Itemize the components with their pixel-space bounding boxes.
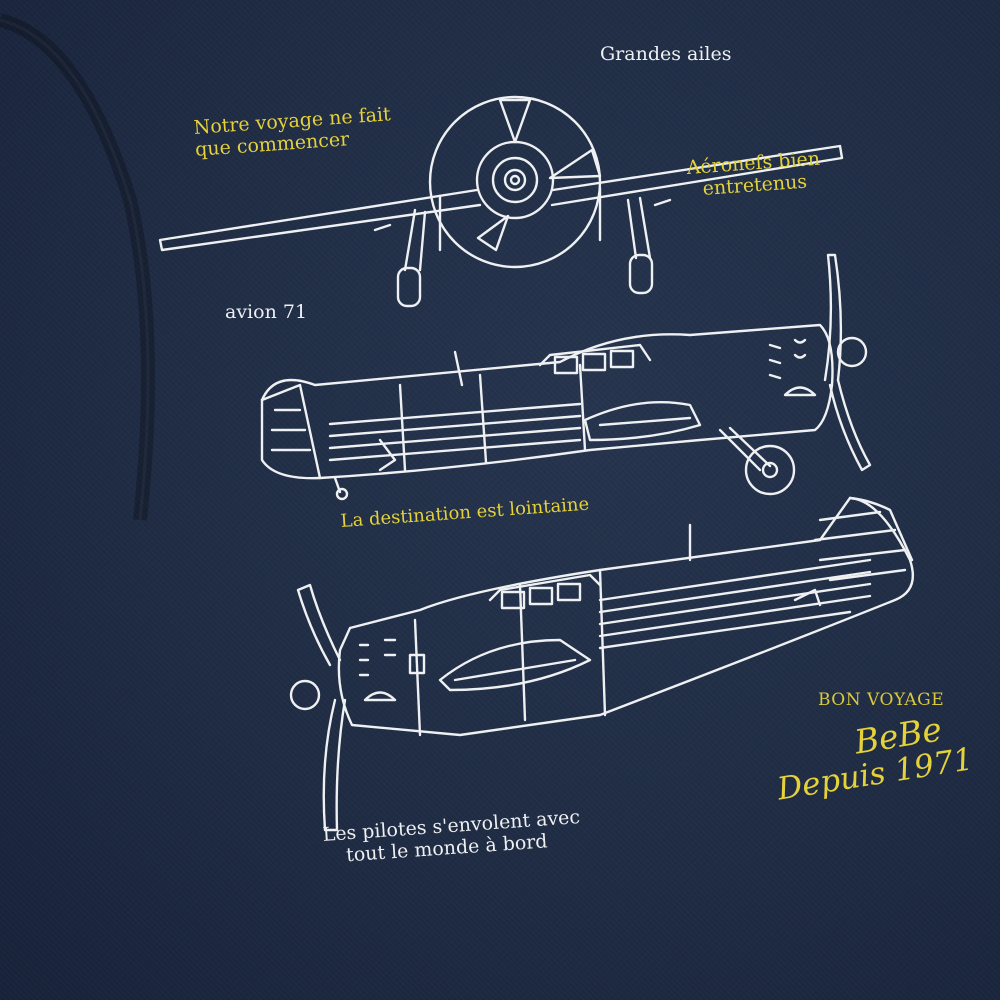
label-bon-voyage: BON VOYAGE xyxy=(818,690,945,710)
label-grandes-ailes: Grandes ailes xyxy=(600,43,732,65)
airplane-front-view xyxy=(158,95,844,308)
label-aeronefs: Aéronefs bien entretenus xyxy=(686,148,822,202)
airplane-side-view-1 xyxy=(260,253,872,501)
label-avion: avion 71 xyxy=(225,301,308,323)
airplane-side-view-2 xyxy=(289,496,915,832)
